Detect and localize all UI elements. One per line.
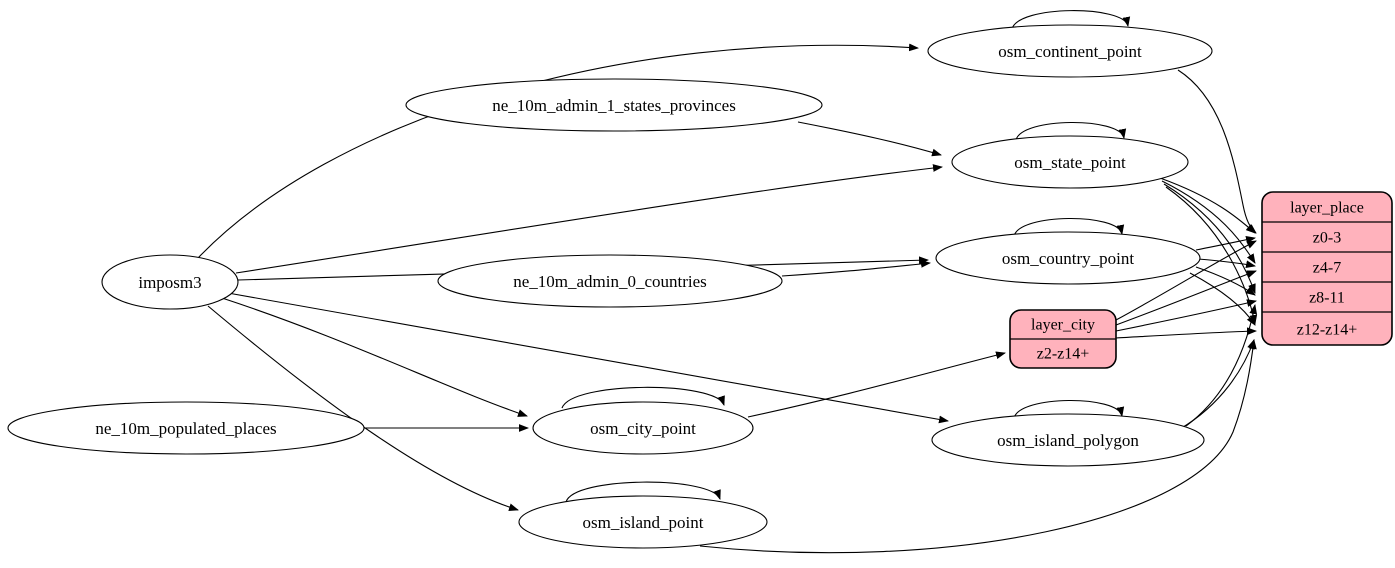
edge-ne_states-osm_state_point — [797, 121, 942, 157]
node-label: ne_10m_admin_0_countries — [513, 272, 707, 291]
edge-osm_state_point-z0-3 — [1159, 177, 1256, 234]
self-loop-osm_continent_point — [1011, 10, 1131, 30]
self-loop-osm_country_point — [1013, 217, 1125, 237]
edge-imposm3-osm_island_point — [207, 305, 519, 511]
node-shape — [7, 401, 365, 455]
edge-osm_island_point-z12 — [699, 339, 1257, 554]
record-shape — [1261, 191, 1393, 346]
self-loop-osm_island_point — [565, 481, 721, 503]
node-osm-state-point: osm_state_point — [951, 135, 1189, 189]
node-imposm3: imposm3 — [101, 254, 239, 310]
node-osm-island-polygon: osm_island_polygon — [931, 413, 1205, 467]
edge-osm_continent_point-z0-3 — [1177, 69, 1257, 234]
self-loop-osm_state_point — [1015, 121, 1127, 141]
node-shape — [927, 24, 1213, 78]
node-label: osm_state_point — [1014, 153, 1126, 172]
self-loop-osm_city_point — [561, 386, 725, 409]
edge-layer_city-z4-7 — [1115, 270, 1257, 326]
edge-ne_countries-osm_country_point — [781, 260, 931, 277]
edge-osm_country_point-z0-3 — [1195, 235, 1256, 251]
node-osm-city-point: osm_city_point — [532, 401, 754, 455]
record-title: layer_city — [1031, 317, 1095, 334]
node-shape — [532, 401, 754, 455]
record-title: layer_place — [1290, 200, 1364, 217]
edge-imposm3-osm_island_polygon — [227, 292, 949, 424]
edge-layer_city-z0-3 — [1115, 240, 1257, 321]
node-shape — [935, 231, 1201, 285]
node-label: ne_10m_populated_places — [95, 419, 276, 438]
record-row-z2-z14: z2-z14+ — [1037, 346, 1090, 363]
edge-imposm3-osm_continent_point — [197, 43, 919, 259]
edge-layer — [197, 10, 1258, 554]
node-shape — [931, 413, 1205, 467]
node-shape — [951, 135, 1189, 189]
node-ne-10m-admin-1-states-provinces: ne_10m_admin_1_states_provinces — [405, 78, 823, 132]
node-label: osm_country_point — [1002, 249, 1134, 268]
edge-osm_state_point-z4-7 — [1161, 180, 1256, 264]
node-label: osm_island_polygon — [997, 431, 1139, 450]
edge-layer_city-z8-11 — [1115, 299, 1257, 332]
node-label: imposm3 — [138, 273, 201, 292]
record-row-z4-7: z4-7 — [1313, 260, 1341, 277]
edge-imposm3-osm_state_point — [235, 164, 943, 274]
edge-osm_country_point-z12 — [1189, 272, 1256, 326]
record-row-z8-11: z8-11 — [1309, 290, 1345, 307]
node-shape — [518, 495, 768, 549]
node-shape — [101, 254, 239, 310]
node-ne-10m-populated-places: ne_10m_populated_places — [7, 401, 365, 455]
edge-osm_island_polygon-z8-11 — [1185, 304, 1258, 427]
edge-layer_city-z12 — [1115, 327, 1257, 339]
node-label: osm_city_point — [590, 419, 696, 438]
node-label: ne_10m_admin_1_states_provinces — [492, 96, 736, 115]
edge-osm_island_polygon-z12 — [1179, 339, 1255, 430]
node-shape — [405, 78, 823, 132]
edge-osm_country_point-z4-7 — [1197, 258, 1256, 269]
node-osm-continent-point: osm_continent_point — [927, 24, 1213, 78]
record-layer-city: layer_city z2-z14+ — [1009, 309, 1117, 369]
node-label: osm_continent_point — [998, 42, 1142, 61]
record-layer-place: layer_place z0-3 z4-7 z8-11 z12-z14+ — [1261, 191, 1393, 346]
node-osm-country-point: osm_country_point — [935, 231, 1201, 285]
node-ne-10m-admin-0-countries: ne_10m_admin_0_countries — [437, 254, 783, 308]
node-shape — [437, 254, 783, 308]
edge-imposm3-osm_city_point — [221, 297, 528, 417]
node-label: osm_island_point — [583, 513, 704, 532]
record-row-z12-z14: z12-z14+ — [1297, 322, 1358, 339]
record-row-z0-3: z0-3 — [1313, 230, 1341, 247]
node-osm-island-point: osm_island_point — [518, 495, 768, 549]
edge-osm_city_point-layer_city — [747, 351, 1006, 418]
self-loop-osm_island_polygon — [1013, 399, 1125, 419]
